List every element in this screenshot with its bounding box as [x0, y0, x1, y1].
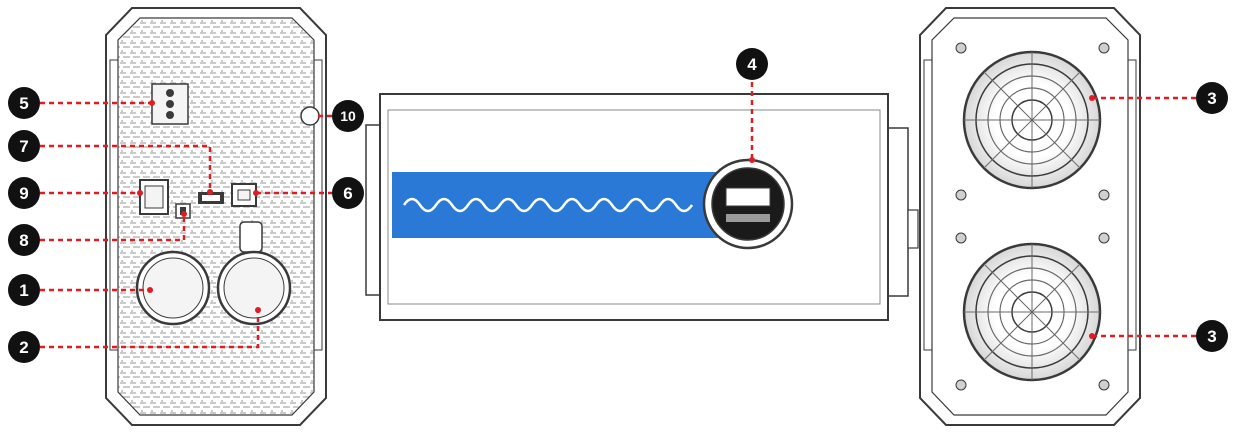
- svg-text:5: 5: [19, 94, 28, 113]
- display-screen: [726, 188, 770, 206]
- callout-2: 2: [8, 331, 40, 363]
- svg-text:9: 9: [19, 184, 28, 203]
- rj45-port: [232, 184, 256, 206]
- power-switch: [301, 107, 319, 125]
- callout-9: 9: [8, 177, 40, 209]
- callout-7: 7: [8, 130, 40, 162]
- blue-band: [392, 172, 752, 238]
- svg-text:8: 8: [19, 231, 28, 250]
- left-end-panel: [106, 8, 326, 425]
- rocker-switch: [140, 180, 168, 214]
- svg-text:4: 4: [747, 55, 757, 74]
- svg-text:6: 6: [343, 184, 352, 203]
- callout-6: 6: [332, 177, 364, 209]
- callout-5: 5: [8, 87, 40, 119]
- connector-post: [240, 222, 262, 252]
- terminal-cap-positive: [218, 252, 290, 324]
- svg-text:3: 3: [1207, 89, 1216, 108]
- callout-1: 1: [8, 274, 40, 306]
- fan-top: [964, 52, 1100, 188]
- callout-3-bottom: 3: [1196, 320, 1228, 352]
- terminal-block: [152, 84, 188, 124]
- svg-text:1: 1: [19, 281, 28, 300]
- svg-text:7: 7: [19, 137, 28, 156]
- callout-10: 10: [332, 100, 364, 132]
- side-view: [366, 94, 918, 320]
- callout-3-top: 3: [1196, 82, 1228, 114]
- svg-text:2: 2: [19, 338, 28, 357]
- svg-text:3: 3: [1207, 327, 1216, 346]
- display-ring: [704, 160, 792, 248]
- callout-4: 4: [736, 48, 768, 80]
- fan-bottom: [964, 244, 1100, 380]
- callout-8: 8: [8, 224, 40, 256]
- display-buttons: [726, 214, 770, 222]
- right-end-panel: [920, 8, 1140, 425]
- svg-text:10: 10: [340, 108, 356, 124]
